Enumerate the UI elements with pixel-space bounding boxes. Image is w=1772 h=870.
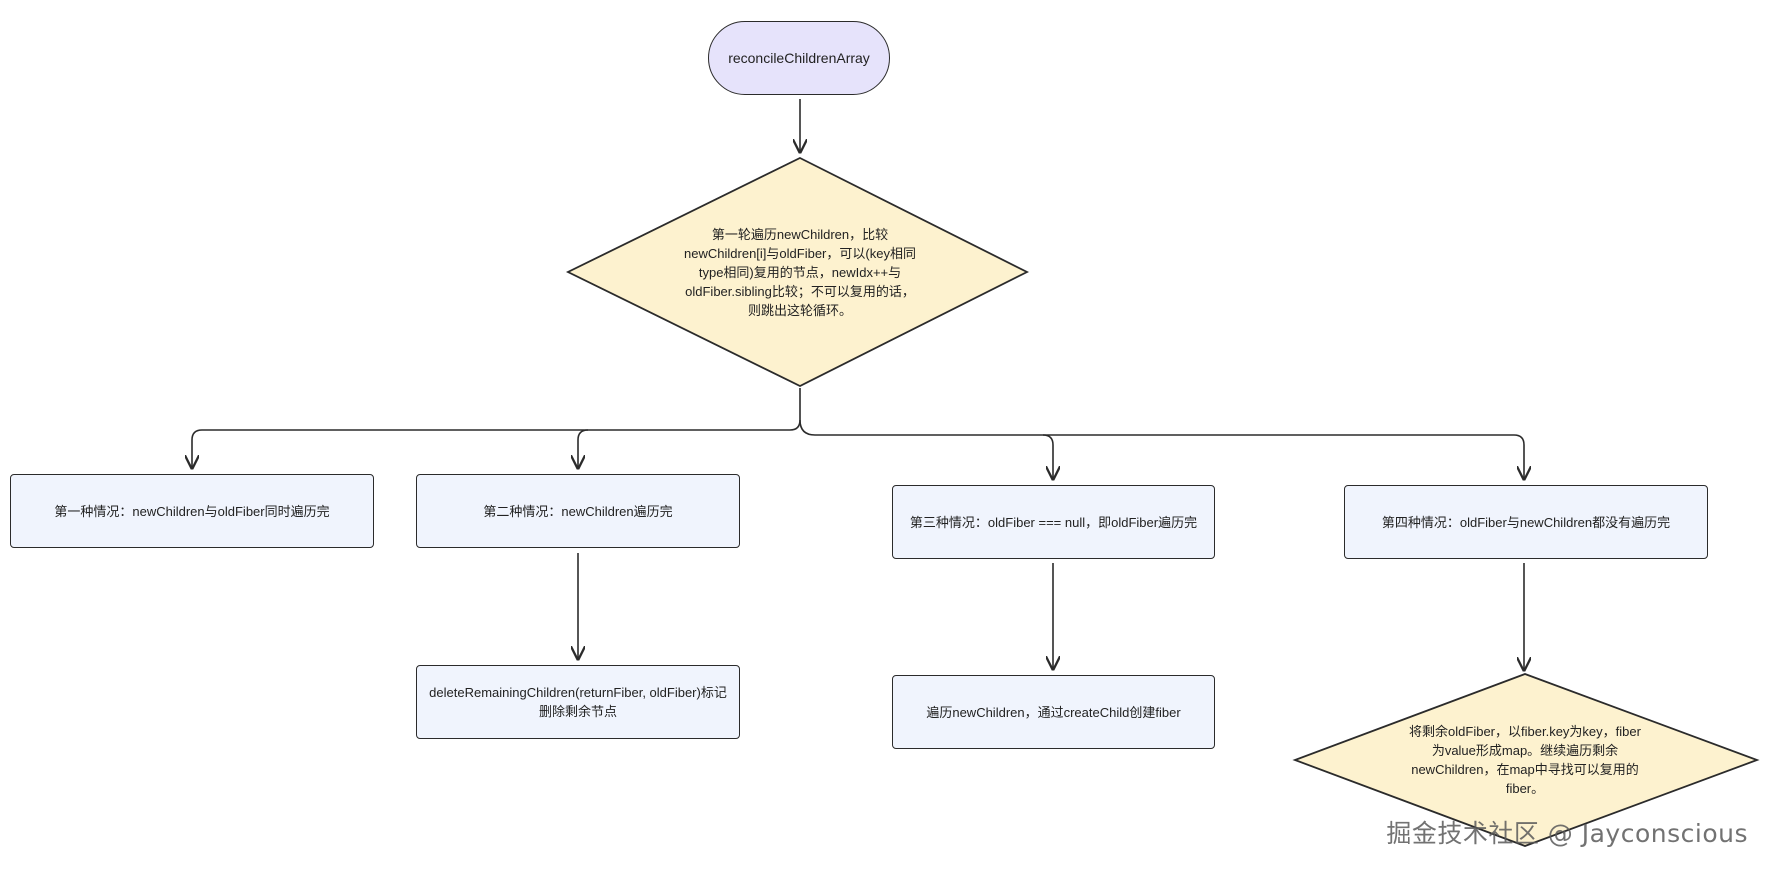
arrow-first-loop-to-case3: [799, 419, 1053, 479]
case4-node: 第四种情况：oldFiber与newChildren都没有遍历完: [1344, 485, 1708, 559]
first-loop-diamond: [565, 156, 1030, 388]
case4-label: 第四种情况：oldFiber与newChildren都没有遍历完: [1381, 514, 1671, 530]
create-children-node: 遍历newChildren，通过createChild创建fiber: [892, 675, 1215, 749]
arrow-first-loop-to-case1: [192, 388, 801, 468]
delete-remaining-node: deleteRemainingChildren(returnFiber, old…: [416, 665, 740, 739]
start-node: reconcileChildrenArray: [708, 21, 890, 95]
arrow-first-loop-to-case4: [1043, 434, 1524, 479]
case3-label: 第三种情况：oldFiber === null，即oldFiber遍历完: [909, 514, 1198, 530]
map-lookup-decision-text: 将剩余oldFiber，以fiber.key为key，fiber为value形成…: [1405, 714, 1645, 806]
first-loop-decision-label: 第一轮遍历newChildren，比较newChildren[i]与oldFib…: [684, 226, 916, 318]
first-loop-decision-text: 第一轮遍历newChildren，比较newChildren[i]与oldFib…: [684, 222, 916, 322]
case1-label: 第一种情况：newChildren与oldFiber同时遍历完: [54, 503, 330, 519]
case2-node: 第二种情况：newChildren遍历完: [416, 474, 740, 548]
create-children-label: 遍历newChildren，通过createChild创建fiber: [926, 704, 1181, 720]
map-lookup-decision-label: 将剩余oldFiber，以fiber.key为key，fiber为value形成…: [1409, 724, 1641, 796]
start-node-label: reconcileChildrenArray: [728, 49, 870, 66]
arrow-first-loop-to-case2: [578, 429, 589, 468]
delete-remaining-label: deleteRemainingChildren(returnFiber, old…: [429, 685, 727, 719]
case1-node: 第一种情况：newChildren与oldFiber同时遍历完: [10, 474, 374, 548]
case3-node: 第三种情况：oldFiber === null，即oldFiber遍历完: [892, 485, 1215, 559]
case2-label: 第二种情况：newChildren遍历完: [483, 503, 673, 519]
map-lookup-diamond: [1292, 673, 1760, 847]
watermark: 掘金技术社区 @ Jayconscious: [1386, 819, 1748, 848]
